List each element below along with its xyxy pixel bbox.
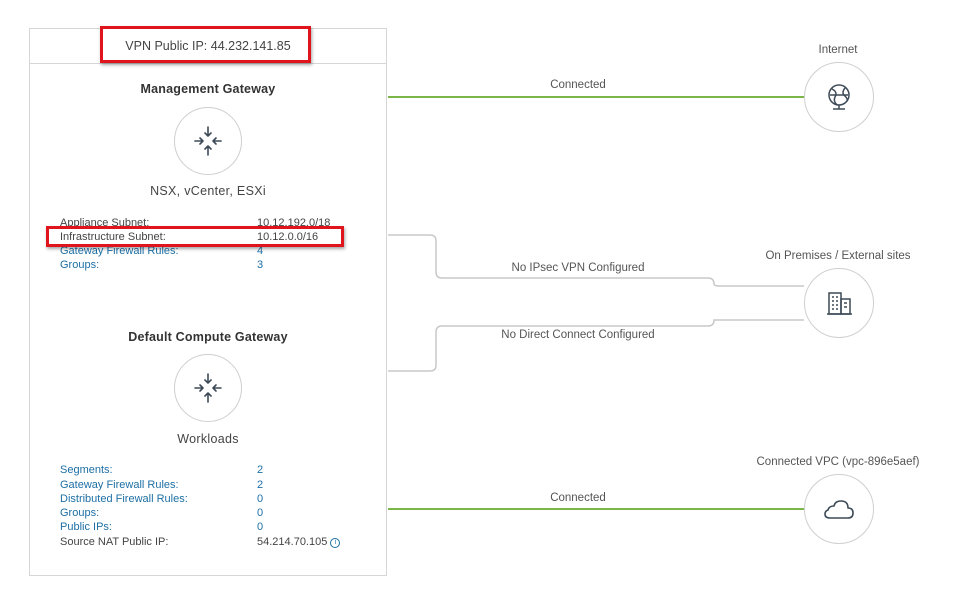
management-gateway-title: Management Gateway — [140, 82, 276, 96]
vpc-label: Connected VPC (vpc-896e5aef) — [756, 456, 920, 468]
segments-link[interactable]: Segments: — [60, 464, 113, 476]
cloud-icon — [824, 500, 854, 519]
cgw-firewall-rules-value[interactable]: 2 — [257, 479, 264, 491]
compute-gateway-title: Default Compute Gateway — [128, 330, 288, 344]
source-nat-label: Source NAT Public IP: — [60, 536, 169, 548]
direct-connect-connection-line — [388, 319, 804, 372]
source-nat-value: 54.214.70.105 — [257, 536, 328, 548]
distributed-firewall-rules-link[interactable]: Distributed Firewall Rules: — [60, 493, 188, 505]
internet-connection-status: Connected — [550, 79, 606, 91]
distributed-firewall-rules-value[interactable]: 0 — [257, 493, 264, 505]
ipsec-connection-status: No IPsec VPN Configured — [511, 262, 645, 274]
cgw-firewall-rules-link[interactable]: Gateway Firewall Rules: — [60, 479, 179, 491]
infrastructure-subnet-value: 10.12.0.0/16 — [257, 231, 319, 243]
mgw-firewall-rules-value[interactable]: 4 — [257, 245, 264, 257]
infrastructure-subnet-label: Infrastructure Subnet: — [60, 231, 166, 243]
segments-value[interactable]: 2 — [257, 464, 264, 476]
building-icon — [827, 292, 852, 315]
compute-gateway-subtitle: Workloads — [177, 432, 239, 446]
management-gateway-subtitle: NSX, vCenter, ESXi — [150, 184, 266, 198]
vpc-node[interactable] — [804, 474, 874, 544]
info-icon[interactable]: i — [330, 538, 341, 548]
on-premises-label: On Premises / External sites — [765, 250, 911, 262]
compute-gateway-icon[interactable] — [174, 354, 242, 422]
public-ips-value[interactable]: 0 — [257, 521, 264, 533]
vpn-ip-highlight-box — [100, 26, 311, 63]
on-premises-node[interactable] — [804, 268, 874, 338]
router-arrows-icon — [194, 126, 222, 156]
internet-label: Internet — [818, 44, 858, 56]
mgw-firewall-rules-link[interactable]: Gateway Firewall Rules: — [60, 245, 179, 257]
gateway-panel: VPN Public IP: 44.232.141.85 Management … — [29, 28, 387, 576]
vpc-connection-status: Connected — [550, 492, 606, 504]
mgw-groups-link[interactable]: Groups: — [60, 259, 100, 271]
infrastructure-subnet-highlight-box — [46, 226, 344, 247]
cgw-groups-value[interactable]: 0 — [257, 507, 264, 519]
management-gateway-icon[interactable] — [174, 107, 242, 175]
ipsec-connection-line — [388, 234, 804, 287]
cgw-groups-link[interactable]: Groups: — [60, 507, 100, 519]
globe-icon — [828, 84, 850, 110]
router-arrows-icon — [194, 373, 222, 403]
mgw-groups-value[interactable]: 3 — [257, 259, 264, 271]
public-ips-link[interactable]: Public IPs: — [60, 521, 112, 533]
direct-connect-connection-status: No Direct Connect Configured — [501, 329, 655, 341]
internet-node[interactable] — [804, 62, 874, 132]
vpn-public-ip: VPN Public IP: 44.232.141.85 — [30, 29, 386, 64]
